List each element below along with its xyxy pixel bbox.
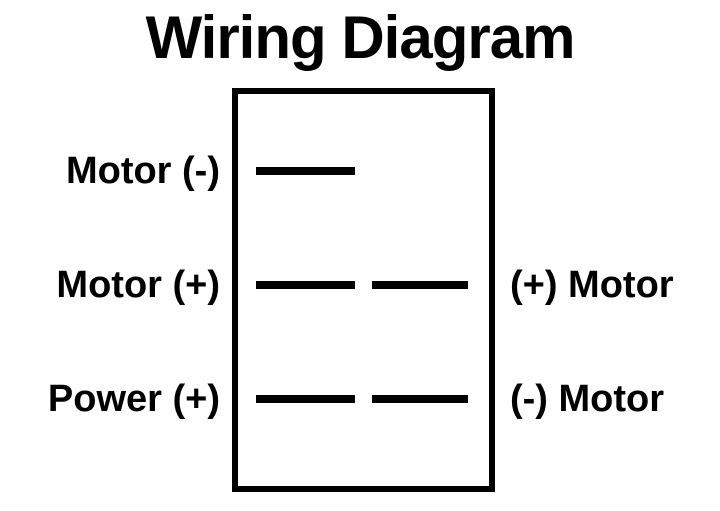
terminal-contact-bar <box>256 395 355 403</box>
terminal-row: Power (+) (-) Motor <box>0 376 720 422</box>
terminal-contact-bar <box>372 395 468 403</box>
terminal-label-left-motor-negative: Motor (-) <box>65 150 220 192</box>
terminal-row: Motor (+) (+) Motor <box>0 262 720 308</box>
page-title: Wiring Diagram <box>145 4 576 71</box>
terminal-label-right-motor-positive: (+) Motor <box>510 264 674 306</box>
terminal-label-left-power-positive: Power (+) <box>47 378 220 420</box>
terminal-contact-bar <box>256 281 355 289</box>
switch-body-outline <box>232 88 495 492</box>
terminal-row: Motor (-) <box>0 148 720 194</box>
terminal-contact-bar <box>256 167 355 175</box>
terminal-label-left-motor-positive: Motor (+) <box>56 264 220 306</box>
terminal-contact-bar <box>372 281 468 289</box>
terminal-label-right-empty <box>510 148 720 194</box>
terminal-label-right-motor-negative: (-) Motor <box>510 378 665 420</box>
